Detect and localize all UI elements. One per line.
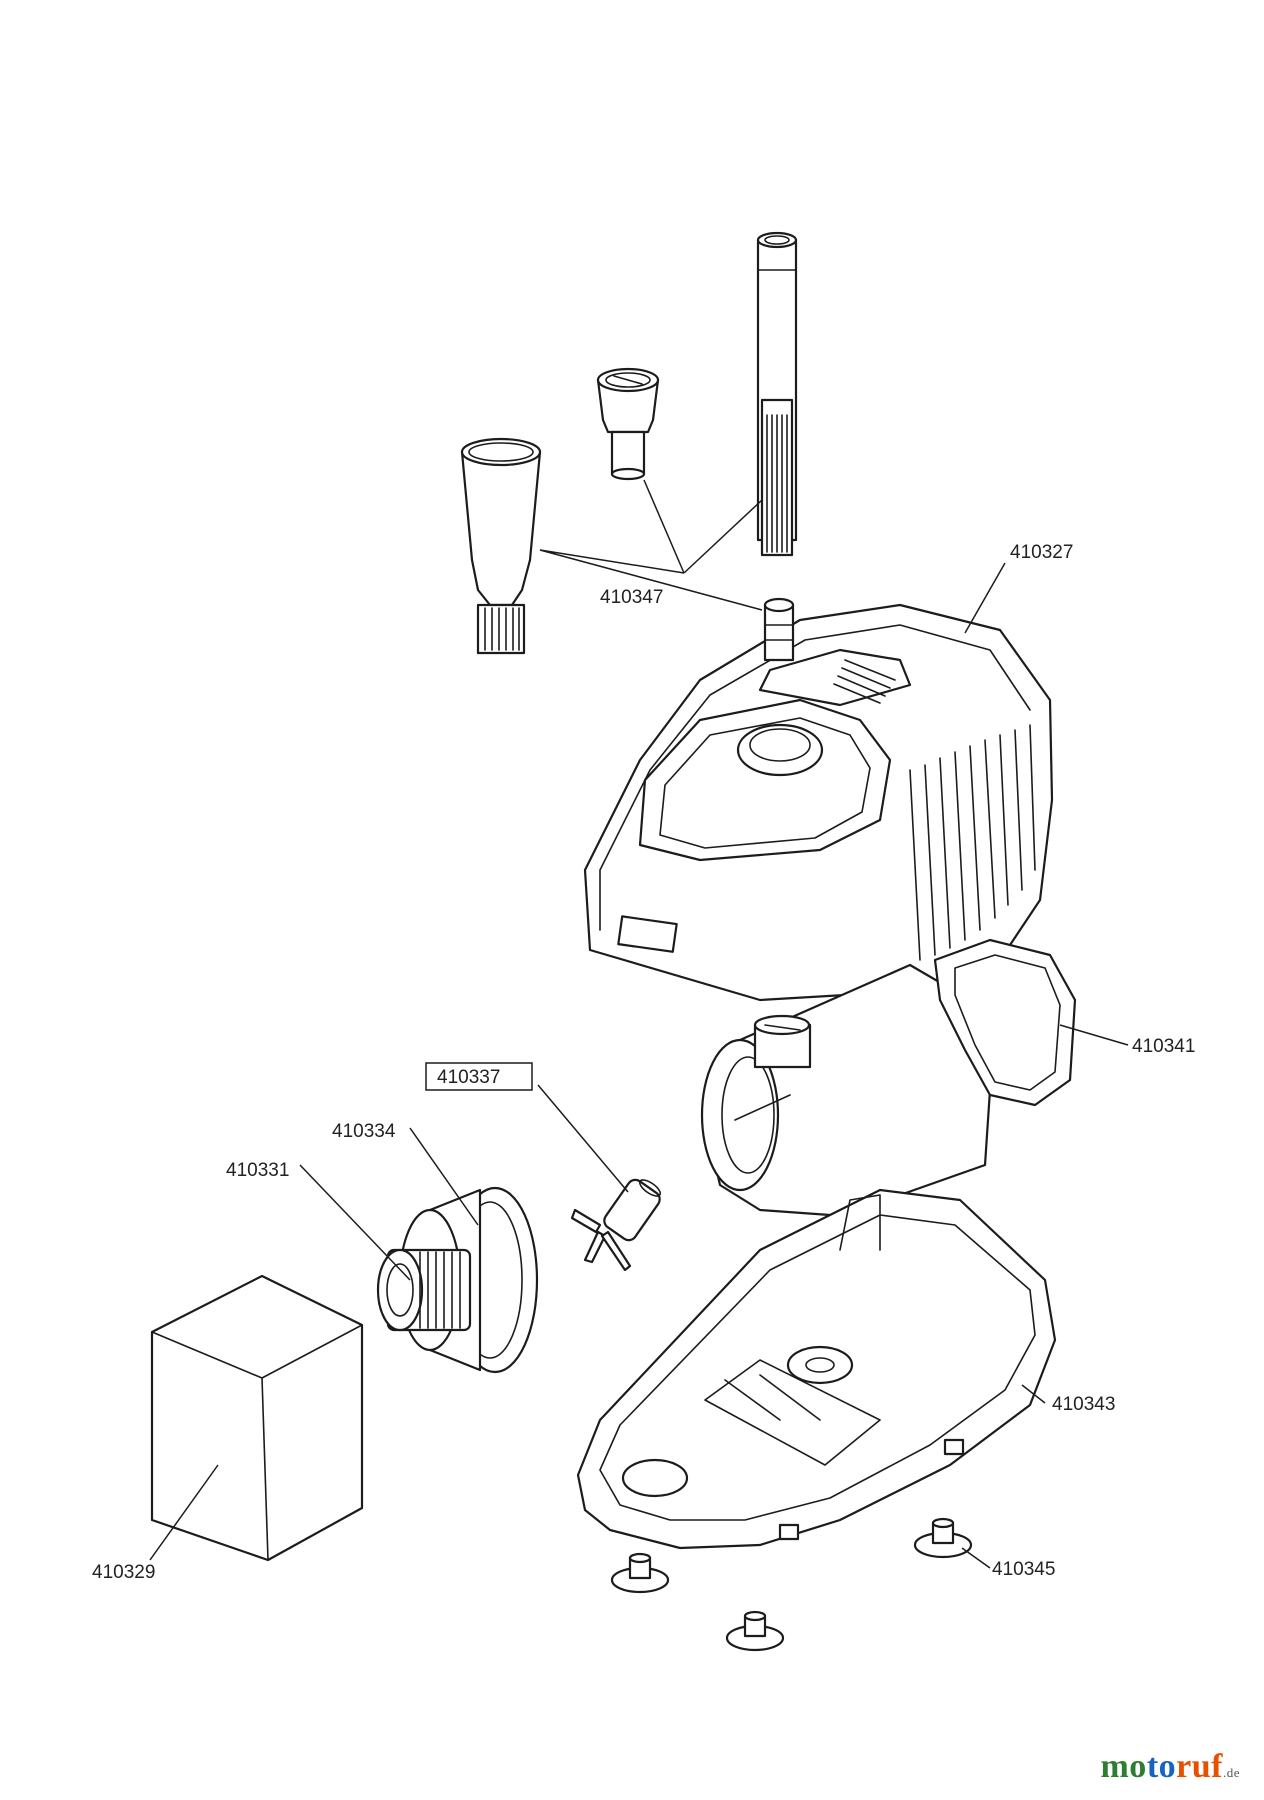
label-410329: 410329	[92, 1562, 155, 1583]
label-410343: 410343	[1052, 1394, 1115, 1415]
logo-text-3: ruf	[1176, 1748, 1223, 1785]
suction-foot	[725, 1610, 785, 1652]
label-410345: 410345	[992, 1559, 1055, 1580]
cone-nozzle	[460, 437, 542, 655]
leader-lines	[149, 479, 1129, 1569]
logo-text-2: to	[1146, 1748, 1177, 1785]
label-410334: 410334	[332, 1121, 396, 1142]
label-410337: 410337	[437, 1067, 500, 1088]
label-410327: 410327	[1010, 542, 1073, 563]
label-410337-box	[425, 1062, 533, 1091]
motoruf-logo: motoruf.de	[1100, 1748, 1240, 1786]
filter-foam-cube	[150, 1274, 364, 1562]
suction-foot	[913, 1517, 973, 1559]
label-410347: 410347	[600, 587, 663, 608]
pump-housing-top	[583, 597, 1054, 1002]
bell-nozzle	[596, 367, 660, 481]
threaded-connector	[376, 1248, 472, 1332]
logo-text-1: mo	[1100, 1748, 1147, 1785]
label-410341: 410341	[1132, 1036, 1195, 1057]
pump-motor-body	[700, 938, 1077, 1217]
label-410331: 410331	[226, 1160, 289, 1181]
telescope-tube-nozzle	[756, 231, 798, 557]
suction-foot	[610, 1552, 670, 1594]
pump-base-tray	[576, 1188, 1057, 1550]
impeller	[570, 1178, 662, 1272]
logo-tld: .de	[1222, 1765, 1240, 1780]
